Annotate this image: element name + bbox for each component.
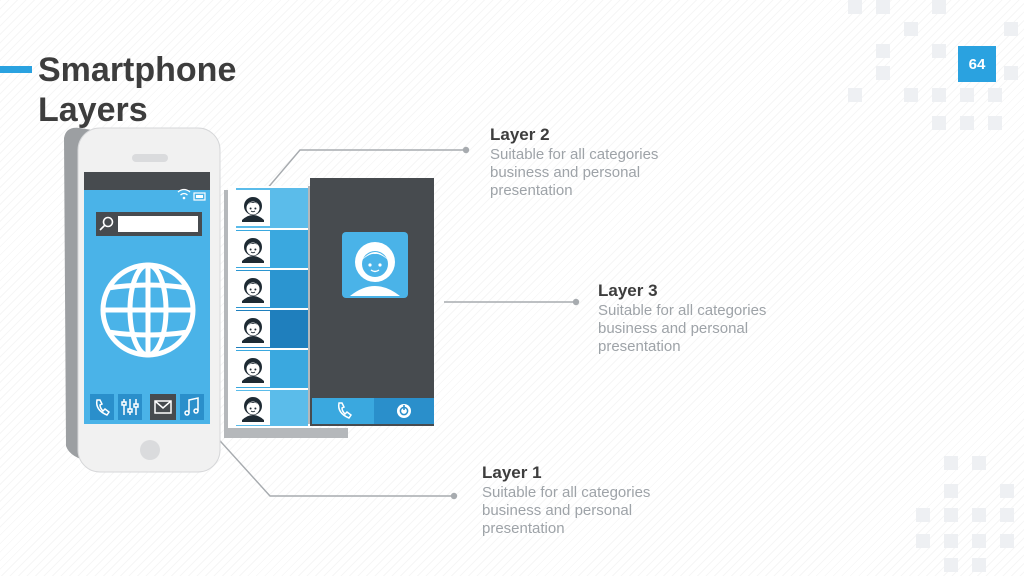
slide-title: Smartphone Layers (38, 51, 237, 129)
connector-layer3 (444, 298, 580, 306)
phone-icon (95, 399, 111, 416)
equalizer-icon (121, 399, 139, 415)
callout-layer1-description: Suitable for all categories business and… (482, 484, 651, 537)
battery-icon (193, 192, 206, 201)
connector-layer2 (265, 146, 470, 191)
callout-layer2-heading: Layer 2 (490, 125, 550, 144)
phone-icon (337, 402, 353, 419)
globe-icon (100, 262, 196, 358)
callout-layer3: Layer 3 Suitable for all categories busi… (598, 280, 818, 356)
title-accent-bar (0, 66, 32, 73)
callout-layer3-description: Suitable for all categories business and… (598, 302, 767, 355)
callout-layer2-description: Suitable for all categories business and… (490, 146, 659, 199)
layer2-contact-panel (224, 186, 348, 438)
page-number-badge: 64 (958, 46, 996, 82)
callout-layer3-heading: Layer 3 (598, 281, 658, 300)
avatar-large-icon (350, 242, 400, 296)
callout-layer2: Layer 2 Suitable for all categories busi… (490, 124, 710, 200)
search-bar (96, 212, 202, 236)
search-icon (99, 216, 114, 231)
power-icon (397, 404, 411, 418)
phone-screen (84, 172, 210, 424)
wifi-icon (177, 188, 191, 196)
layer3-app-panel (308, 178, 434, 426)
mail-icon (154, 400, 172, 414)
connector-layer1 (211, 431, 458, 500)
music-icon (184, 397, 199, 416)
callout-layer1-heading: Layer 1 (482, 463, 542, 482)
callout-layer1: Layer 1 Suitable for all categories busi… (482, 462, 702, 538)
